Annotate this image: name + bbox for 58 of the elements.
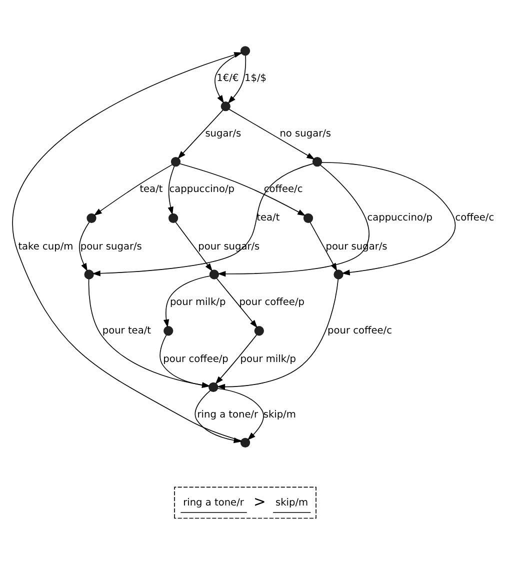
- arrow: [216, 278, 338, 390]
- edge-label: pour milk/p: [240, 354, 296, 365]
- arrow: [179, 162, 306, 216]
- arrow: [309, 221, 337, 271]
- node-circle: [333, 269, 343, 279]
- edge-label: tea/t: [139, 184, 162, 195]
- legend-label: ring a tone/r: [182, 496, 244, 508]
- edge-label: sugar/s: [204, 128, 241, 140]
- edge-label: cappuccino/p: [168, 184, 234, 195]
- node-circle: [84, 269, 94, 279]
- edge-label: pour sugar/s: [80, 240, 142, 252]
- node-circle: [240, 437, 250, 447]
- arrow: [216, 277, 258, 328]
- arrow: [228, 108, 314, 160]
- node-circle: [170, 156, 180, 166]
- node-circle: [302, 212, 313, 222]
- arrow: [214, 52, 242, 103]
- edge-label: skip/m: [262, 408, 296, 420]
- arrow: [214, 334, 257, 384]
- edge-label: pour tea/t: [102, 324, 150, 336]
- arrow: [167, 165, 174, 215]
- edge-label: pour milk/p: [169, 296, 226, 308]
- arrow: [227, 54, 246, 104]
- edge-label: pour coffee/p: [162, 354, 228, 365]
- edge-label: coffee/c: [454, 212, 494, 224]
- edge-label: 1€/€: [216, 72, 238, 84]
- label: >: [252, 492, 266, 510]
- edge-label: take cup/m: [18, 240, 73, 252]
- node-circle: [208, 269, 219, 279]
- edge-label: pour coffee/c: [327, 324, 392, 336]
- node-circle: [312, 156, 322, 166]
- node-circle: [86, 212, 96, 222]
- node-circle: [220, 101, 230, 111]
- node-circle: [168, 212, 178, 222]
- node-circle: [254, 326, 264, 336]
- arrow: [216, 164, 369, 276]
- edge-label: pour coffee/p: [238, 296, 304, 308]
- arrow: [162, 275, 210, 328]
- arrow: [93, 164, 172, 216]
- edge-label: 1$/$: [244, 72, 266, 84]
- arrow: [78, 221, 90, 271]
- node-circle: [208, 382, 218, 392]
- node-circle: [163, 326, 173, 336]
- arrow: [92, 162, 313, 276]
- arrow: [88, 278, 210, 388]
- edge-label: cappuccino/p: [366, 212, 432, 224]
- node-circle: [240, 46, 250, 56]
- arrow: [216, 388, 264, 440]
- edge-label: tea/t: [256, 212, 280, 224]
- arrow: [174, 221, 212, 272]
- arrow: [194, 390, 242, 443]
- arrow: [320, 162, 455, 275]
- edge-label: ring a tone/r: [196, 408, 258, 420]
- legend-label: skip/m: [275, 496, 308, 508]
- edge-label: no sugar/s: [279, 128, 331, 140]
- arrow: [12, 52, 242, 441]
- arrow: [159, 334, 210, 388]
- arrow: [177, 109, 223, 158]
